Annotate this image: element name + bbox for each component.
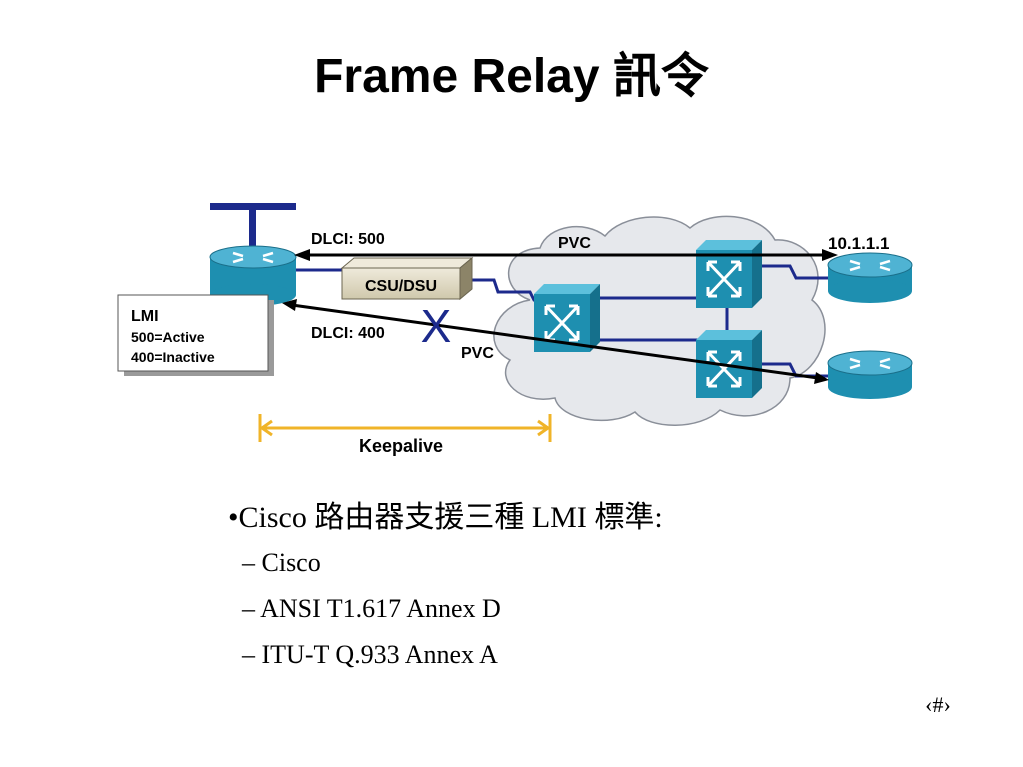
bullet-list: •Cisco 路由器支援三種 LMI 標準: – Cisco – ANSI T1… [228,496,663,678]
ip-address-label: 10.1.1.1 [828,234,889,253]
csu-dsu-label: CSU/DSU [365,278,437,295]
right-top-router-icon [827,252,913,303]
lmi-title: LMI [131,308,159,325]
slide-number: ‹#› [925,692,951,717]
keepalive-bracket [258,414,552,442]
dlci-500-label: DLCI: 500 [311,231,385,248]
lmi-line-active: 500=Active [131,329,205,345]
frame-relay-switch-top-icon [696,240,762,308]
bullet-item-ansi: – ANSI T1.617 Annex D [242,594,501,623]
csu-dsu-device: CSU/DSU [340,256,474,301]
dlci-400-arrow [282,299,829,384]
failure-x-mark: X [421,300,452,352]
lmi-line-inactive: 400=Inactive [131,349,215,365]
slide-title: Frame Relay 訊令 [314,50,709,103]
dlci-500-arrow [294,249,838,261]
ethernet-segment-icon [210,203,296,263]
bullet-item-itu: – ITU-T Q.933 Annex A [242,640,498,669]
right-bottom-router-icon [827,350,913,399]
lmi-status-box: LMI 500=Active 400=Inactive [117,294,274,376]
bullet-item-cisco: – Cisco [242,548,321,577]
bullet-main: •Cisco 路由器支援三種 LMI 標準: [228,501,663,534]
frame-relay-switch-bottom-icon [696,330,762,398]
keepalive-label: Keepalive [359,436,443,456]
pvc-bottom-label: PVC [461,345,494,362]
dlci-400-label: DLCI: 400 [311,325,385,342]
pvc-top-label: PVC [558,235,591,252]
